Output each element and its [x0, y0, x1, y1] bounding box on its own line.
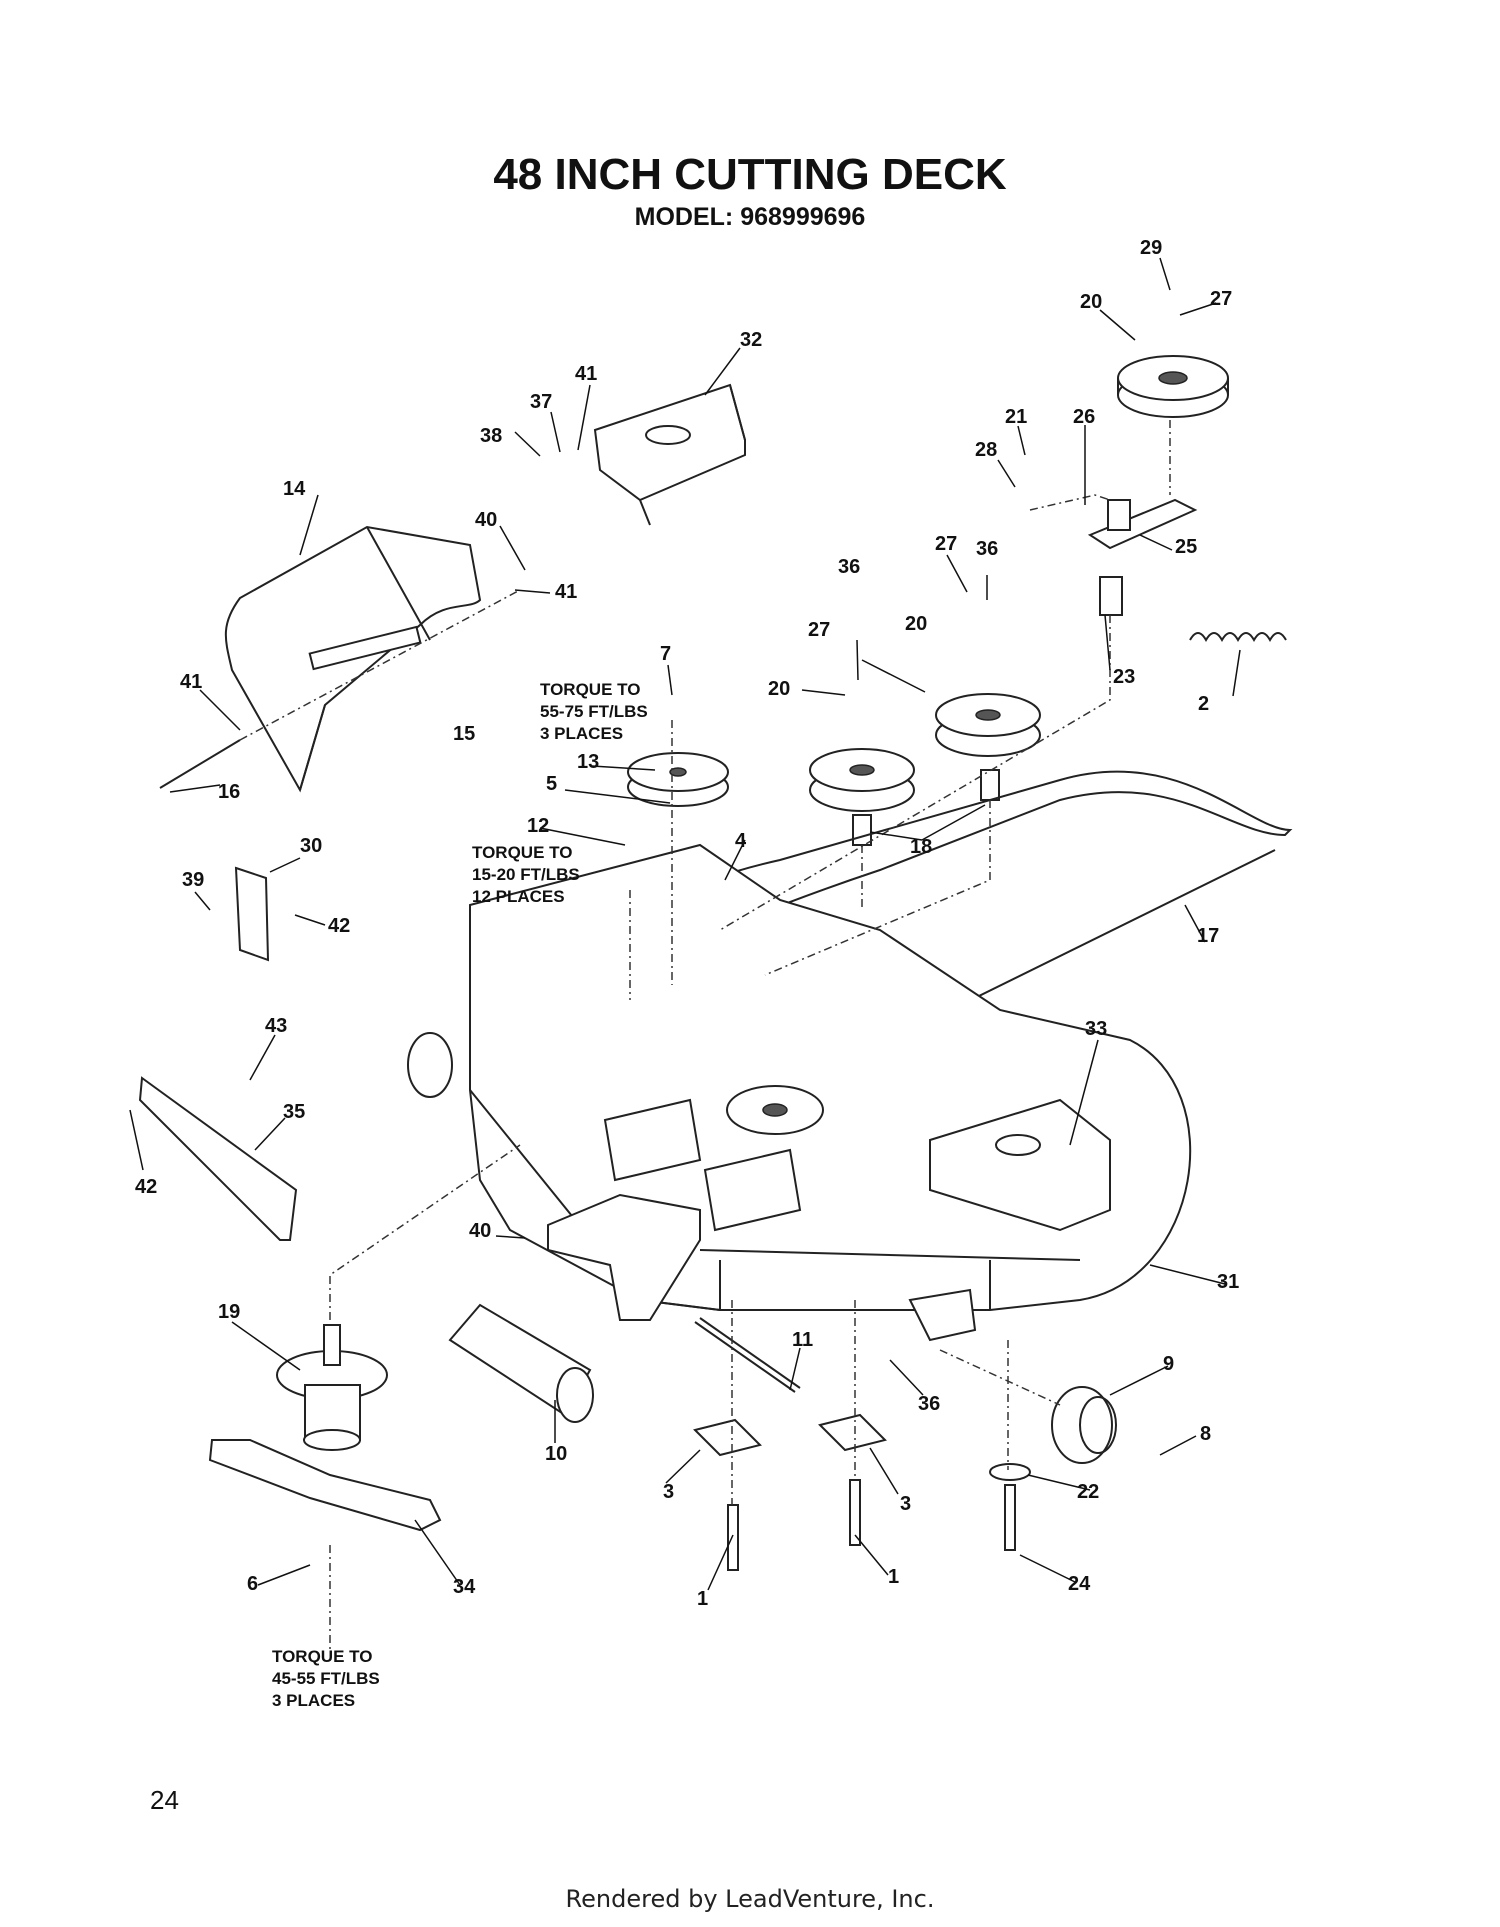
torque-note-b: TORQUE TO 15-20 FT/LBS 12 PLACES	[472, 843, 580, 906]
callout: 3	[663, 1481, 674, 1503]
pulley-20-right	[935, 693, 1041, 801]
svg-text:55-75 FT/LBS: 55-75 FT/LBS	[540, 702, 648, 721]
callout: 43	[265, 1015, 287, 1037]
callout: 35	[283, 1101, 305, 1123]
callout: 2	[1198, 693, 1209, 715]
svg-text:TORQUE TO: TORQUE TO	[272, 1647, 372, 1666]
callout: 39	[182, 869, 204, 891]
idler-arm-25	[1087, 498, 1198, 616]
svg-text:12 PLACES: 12 PLACES	[472, 887, 565, 906]
blade-34	[208, 1439, 442, 1532]
callout: 1	[697, 1588, 708, 1610]
callout: 42	[135, 1176, 157, 1198]
callout: 13	[577, 751, 599, 773]
callout: 20	[1080, 291, 1102, 313]
spindle-19	[276, 1324, 388, 1451]
callout: 41	[575, 363, 597, 385]
callout-labels: 29 27 20 32 41 37 21 26 38 28 25 14 40 4…	[135, 237, 1239, 1610]
discharge-chute	[224, 525, 482, 793]
svg-text:45-55 FT/LBS: 45-55 FT/LBS	[272, 1669, 380, 1688]
baffle-30	[234, 866, 270, 962]
callout: 26	[1073, 406, 1095, 428]
callout: 42	[328, 915, 350, 937]
leader-lines	[129, 257, 1241, 1591]
chute-bracket-32	[593, 383, 746, 526]
svg-text:TORQUE TO: TORQUE TO	[540, 680, 640, 699]
callout: 22	[1077, 1481, 1099, 1503]
plate-3-left	[693, 1418, 762, 1457]
callout: 37	[530, 391, 552, 413]
plate-3-right	[818, 1413, 887, 1452]
bracket-right	[908, 1288, 977, 1342]
bolt-16	[159, 739, 241, 789]
roller-10	[448, 1303, 594, 1423]
callout: 8	[1200, 1423, 1211, 1445]
callout: 19	[218, 1301, 240, 1323]
svg-text:3 PLACES: 3 PLACES	[272, 1691, 355, 1710]
callout: 36	[838, 556, 860, 578]
callout: 21	[1005, 406, 1027, 428]
gauge-wheel-left	[407, 1032, 453, 1098]
model-subtitle: MODEL: 968999696	[634, 203, 866, 231]
callout: 20	[905, 613, 927, 635]
callout: 12	[527, 815, 549, 837]
callout: 41	[180, 671, 202, 693]
callout: 34	[453, 1576, 476, 1598]
callout: 30	[300, 835, 322, 857]
svg-text:TORQUE TO: TORQUE TO	[472, 843, 572, 862]
shaft-11	[694, 1317, 801, 1393]
callout: 10	[545, 1443, 567, 1465]
callout: 40	[475, 509, 497, 531]
svg-text:15-20 FT/LBS: 15-20 FT/LBS	[472, 865, 580, 884]
callout: 25	[1175, 536, 1197, 558]
callout: 11	[792, 1329, 813, 1351]
callout: 40	[469, 1220, 491, 1242]
callout: 32	[740, 329, 762, 351]
callout: 36	[976, 538, 998, 560]
mounting-plate-right	[547, 1193, 701, 1321]
callout: 27	[808, 619, 830, 641]
callout: 17	[1197, 925, 1219, 947]
baffle-35	[138, 1076, 298, 1241]
callout: 27	[1210, 288, 1232, 310]
callout: 27	[935, 533, 957, 555]
callout: 4	[735, 830, 747, 852]
torque-note-a: TORQUE TO 55-75 FT/LBS 3 PLACES	[540, 680, 648, 743]
svg-text:3 PLACES: 3 PLACES	[540, 724, 623, 743]
callout: 15	[453, 723, 475, 745]
callout: 6	[247, 1573, 258, 1595]
callout: 20	[768, 678, 790, 700]
gauge-wheel-right-9	[1051, 1386, 1117, 1464]
callout: 24	[1068, 1573, 1091, 1595]
page-number: 24	[150, 1785, 179, 1815]
callout: 31	[1217, 1271, 1239, 1293]
callout: 33	[1085, 1018, 1107, 1040]
callout: 7	[660, 643, 671, 665]
callout: 38	[480, 425, 502, 447]
callout: 14	[283, 478, 306, 500]
torque-note-c: TORQUE TO 45-55 FT/LBS 3 PLACES	[272, 1647, 380, 1710]
pulley-20-left	[809, 748, 915, 846]
footer-credit: Rendered by LeadVenture, Inc.	[565, 1885, 935, 1913]
callout: 16	[218, 781, 240, 803]
assembly-lines	[239, 420, 1171, 1650]
callout: 23	[1113, 666, 1135, 688]
spring-2	[1189, 632, 1287, 643]
mower-deck-31	[469, 843, 1192, 1311]
callout: 3	[900, 1493, 911, 1515]
callout: 1	[888, 1566, 899, 1588]
callout: 18	[910, 836, 932, 858]
callout: 9	[1163, 1353, 1174, 1375]
page-title: 48 INCH CUTTING DECK	[493, 150, 1007, 199]
callout: 28	[975, 439, 997, 461]
bolts-1	[727, 1463, 1031, 1571]
callout: 41	[555, 581, 577, 603]
pulley-13	[627, 752, 729, 807]
callout: 29	[1140, 237, 1162, 259]
idler-pulley-top	[1117, 355, 1229, 418]
callout: 5	[546, 773, 557, 795]
callout: 36	[918, 1393, 940, 1415]
